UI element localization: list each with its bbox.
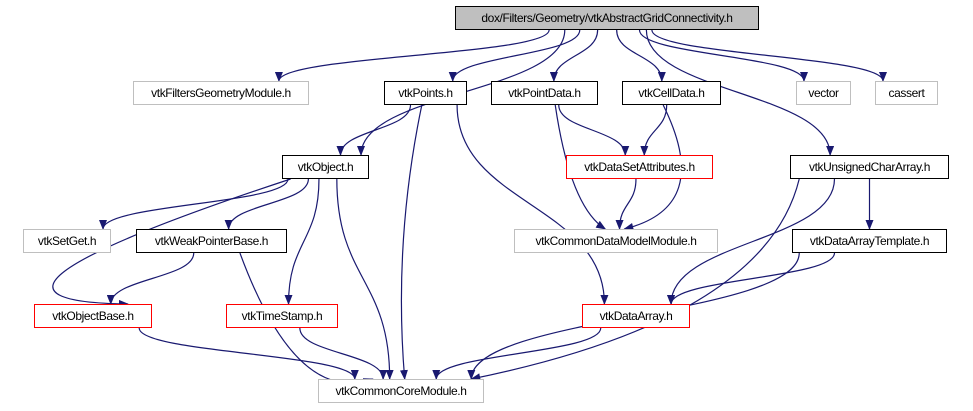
edge-object-to-setget <box>99 178 289 230</box>
node-label: vtkFiltersGeometryModule.h <box>151 86 291 100</box>
edge-points-to-object <box>336 104 412 156</box>
node-vtkCommonCoreModule[interactable]: vtkCommonCoreModule.h <box>318 379 484 403</box>
node-label: vtkPoints.h <box>398 86 453 100</box>
node-label: vtkDataArrayTemplate.h <box>809 234 930 248</box>
node-vtkFiltersGeometryModule[interactable]: vtkFiltersGeometryModule.h <box>133 81 309 105</box>
node-label: vtkWeakPointerBase.h <box>154 234 269 248</box>
node-vector[interactable]: vector <box>796 81 851 105</box>
node-vtkObject[interactable]: vtkObject.h <box>282 155 369 179</box>
node-root-file[interactable]: dox/Filters/Geometry/vtkAbstractGridConn… <box>455 6 759 30</box>
edge-celldata-to-dsattr <box>640 104 668 156</box>
edge-ucarray-to-dataarray <box>667 178 836 305</box>
node-label: vtkCommonDataModelModule.h <box>535 234 697 248</box>
node-vtkObjectBase[interactable]: vtkObjectBase.h <box>34 304 152 328</box>
node-label: vtkCommonCoreModule.h <box>335 384 467 398</box>
edge-objbase-to-corecore <box>138 327 359 380</box>
node-label: vtkPointData.h <box>508 86 581 100</box>
edge-dataarray-to-corecore <box>432 327 602 380</box>
edge-object-to-corecore <box>336 178 394 380</box>
node-label: vtkUnsignedCharArray.h <box>808 160 931 174</box>
edge-root-to-filtersgeom <box>274 29 550 82</box>
node-vtkCellData[interactable]: vtkCellData.h <box>622 81 721 105</box>
edge-datemplate-to-dataarray <box>667 252 836 305</box>
node-vtkDataSetAttributes[interactable]: vtkDataSetAttributes.h <box>566 155 713 179</box>
edge-celldata-to-cdmmodule <box>623 104 683 231</box>
edge-root-to-points <box>448 29 581 82</box>
node-vtkSetGet[interactable]: vtkSetGet.h <box>23 229 111 253</box>
edge-pointdata-to-dsattr <box>558 104 630 156</box>
edge-weakptr-to-objbase <box>106 252 195 305</box>
node-label: vtkObject.h <box>297 160 354 174</box>
edge-root-to-celldata <box>616 29 666 82</box>
edge-object-to-weakptr <box>224 178 309 230</box>
node-label: vtkTimeStamp.h <box>241 309 323 323</box>
edge-root-to-cassert <box>651 29 887 82</box>
node-vtkDataArray[interactable]: vtkDataArray.h <box>582 304 690 328</box>
node-label: vtkCellData.h <box>638 86 705 100</box>
edge-root-to-vector <box>638 29 808 82</box>
edge-object-to-objbase <box>52 178 291 308</box>
node-label: vtkDataArray.h <box>599 309 673 323</box>
node-vtkPointData[interactable]: vtkPointData.h <box>491 81 598 105</box>
node-label: dox/Filters/Geometry/vtkAbstractGridConn… <box>481 11 733 25</box>
node-vtkCommonDataModelModule[interactable]: vtkCommonDataModelModule.h <box>514 229 718 253</box>
node-vtkTimeStamp[interactable]: vtkTimeStamp.h <box>226 304 338 328</box>
node-vtkWeakPointerBase[interactable]: vtkWeakPointerBase.h <box>136 229 287 253</box>
edge-timestamp-to-corecore <box>299 327 388 380</box>
edge-points-to-dataarray <box>456 104 609 305</box>
edge-root-to-ucarray <box>645 29 835 156</box>
node-vtkDataArrayTemplate[interactable]: vtkDataArrayTemplate.h <box>792 229 947 253</box>
node-label: cassert <box>888 86 925 100</box>
edge-points-to-corecore <box>399 104 423 380</box>
node-label: vector <box>808 86 839 100</box>
node-vtkPoints[interactable]: vtkPoints.h <box>384 81 467 105</box>
edge-pointdata-to-cdmmodule <box>554 104 607 230</box>
node-label: vtkSetGet.h <box>37 234 97 248</box>
edge-root-to-pointdata <box>549 29 599 82</box>
edge-ucarray-to-corecore <box>470 178 800 382</box>
edge-dsattr-to-cdmmodule <box>615 178 637 230</box>
node-vtkUnsignedCharArray[interactable]: vtkUnsignedCharArray.h <box>790 155 949 179</box>
node-label: vtkDataSetAttributes.h <box>584 160 695 174</box>
node-cassert[interactable]: cassert <box>875 81 938 105</box>
node-label: vtkObjectBase.h <box>52 309 134 323</box>
edge-object-to-timestamp <box>284 178 320 305</box>
